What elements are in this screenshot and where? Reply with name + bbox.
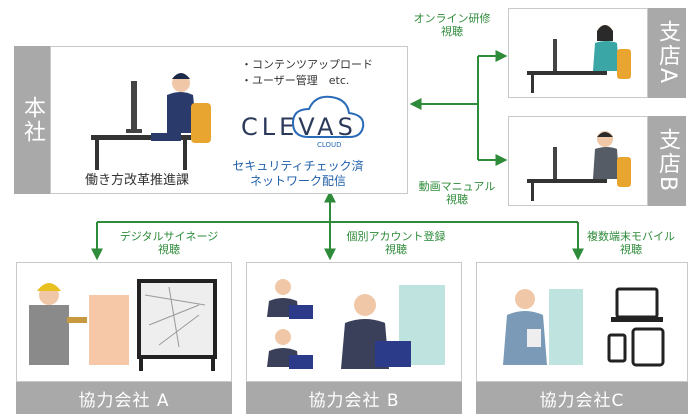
clevas-logo-text: CLEVAS (241, 113, 357, 141)
partner-c-flow-label: 複数端末モバイル 視聴 (587, 230, 675, 256)
security-note: セキュリティチェック済 ネットワーク配信 (232, 159, 364, 188)
clevas-logo-sub: CLOUD (317, 141, 342, 149)
hq-tag: 本社 (14, 46, 50, 194)
partner-a-tag: 協力会社 A (16, 382, 232, 414)
branch-a-tag: 支店A (648, 8, 686, 98)
branch-a-worker-illustration (527, 25, 631, 93)
feature-user-mgmt: ・ユーザー管理 etc. (241, 74, 350, 87)
branch-b-worker-illustration (527, 131, 631, 201)
partner-a-flow-label: デジタルサイネージ 視聴 (119, 230, 219, 256)
branch-a-box (508, 8, 648, 98)
feature-upload: ・コンテンツアップロード (241, 58, 373, 71)
partner-b-tag: 協力会社 B (246, 382, 462, 414)
office-worker-illustration (91, 73, 211, 170)
branch-b-flow-label: 動画マニュアル 視聴 (418, 180, 496, 206)
department-label: 働き方改革推進課 (85, 173, 190, 188)
hq-box: 働き方改革推進課 ・コンテンツアップロード ・ユーザー管理 etc. CLEVA… (50, 46, 408, 194)
partner-b-flow-label: 個別アカウント登録 視聴 (346, 230, 446, 256)
branch-b-box (508, 116, 648, 206)
partner-c-tag: 協力会社C (476, 382, 688, 414)
branch-a-flow-label: オンライン研修 視聴 (413, 12, 491, 38)
partner-a-signage-illustration (29, 279, 217, 371)
partner-a-box (16, 262, 232, 382)
partner-b-box (246, 262, 462, 382)
partner-c-mobile-illustration (503, 287, 665, 367)
clevas-logo (291, 95, 365, 138)
partner-b-workers-illustration (267, 279, 445, 369)
partner-c-box (476, 262, 688, 382)
branch-b-tag: 支店B (648, 116, 686, 206)
